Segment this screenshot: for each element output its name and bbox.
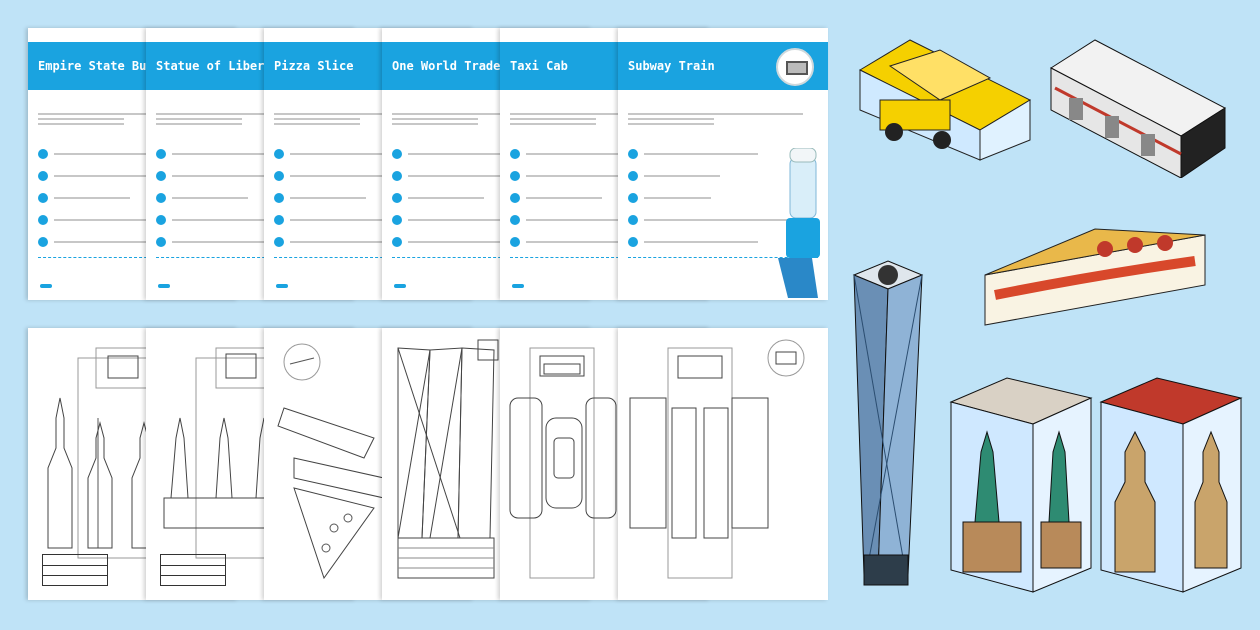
- name-label-box: [160, 554, 226, 586]
- brand-logo-icon: [158, 284, 170, 288]
- taxi-cab-model: [858, 39, 1032, 161]
- name-label-box: [42, 554, 108, 586]
- empire-state-model: [1099, 377, 1243, 593]
- instruction-sheets: Empire State Bui Statue of Liberty: [28, 28, 828, 300]
- subway-template-art: [629, 339, 805, 579]
- cutout-templates: [28, 328, 828, 600]
- one-world-trade-model: [852, 260, 924, 586]
- brand-logo-icon: [276, 284, 288, 288]
- template-subway-train: [618, 328, 828, 600]
- brand-logo-icon: [394, 284, 406, 288]
- one-world-trade-template-art: [397, 339, 499, 579]
- instruction-sheet-subway-train: Subway Train: [618, 28, 828, 300]
- brand-logo-icon: [40, 284, 52, 288]
- subway-thumbnail-icon: [776, 48, 814, 86]
- subway-train-model: [1050, 39, 1226, 178]
- statue-of-liberty-model: [949, 377, 1093, 593]
- glue-stick-icon: [778, 148, 820, 298]
- taxi-template-art: [509, 347, 617, 579]
- pizza-slice-model: [984, 228, 1206, 326]
- brand-logo-icon: [512, 284, 524, 288]
